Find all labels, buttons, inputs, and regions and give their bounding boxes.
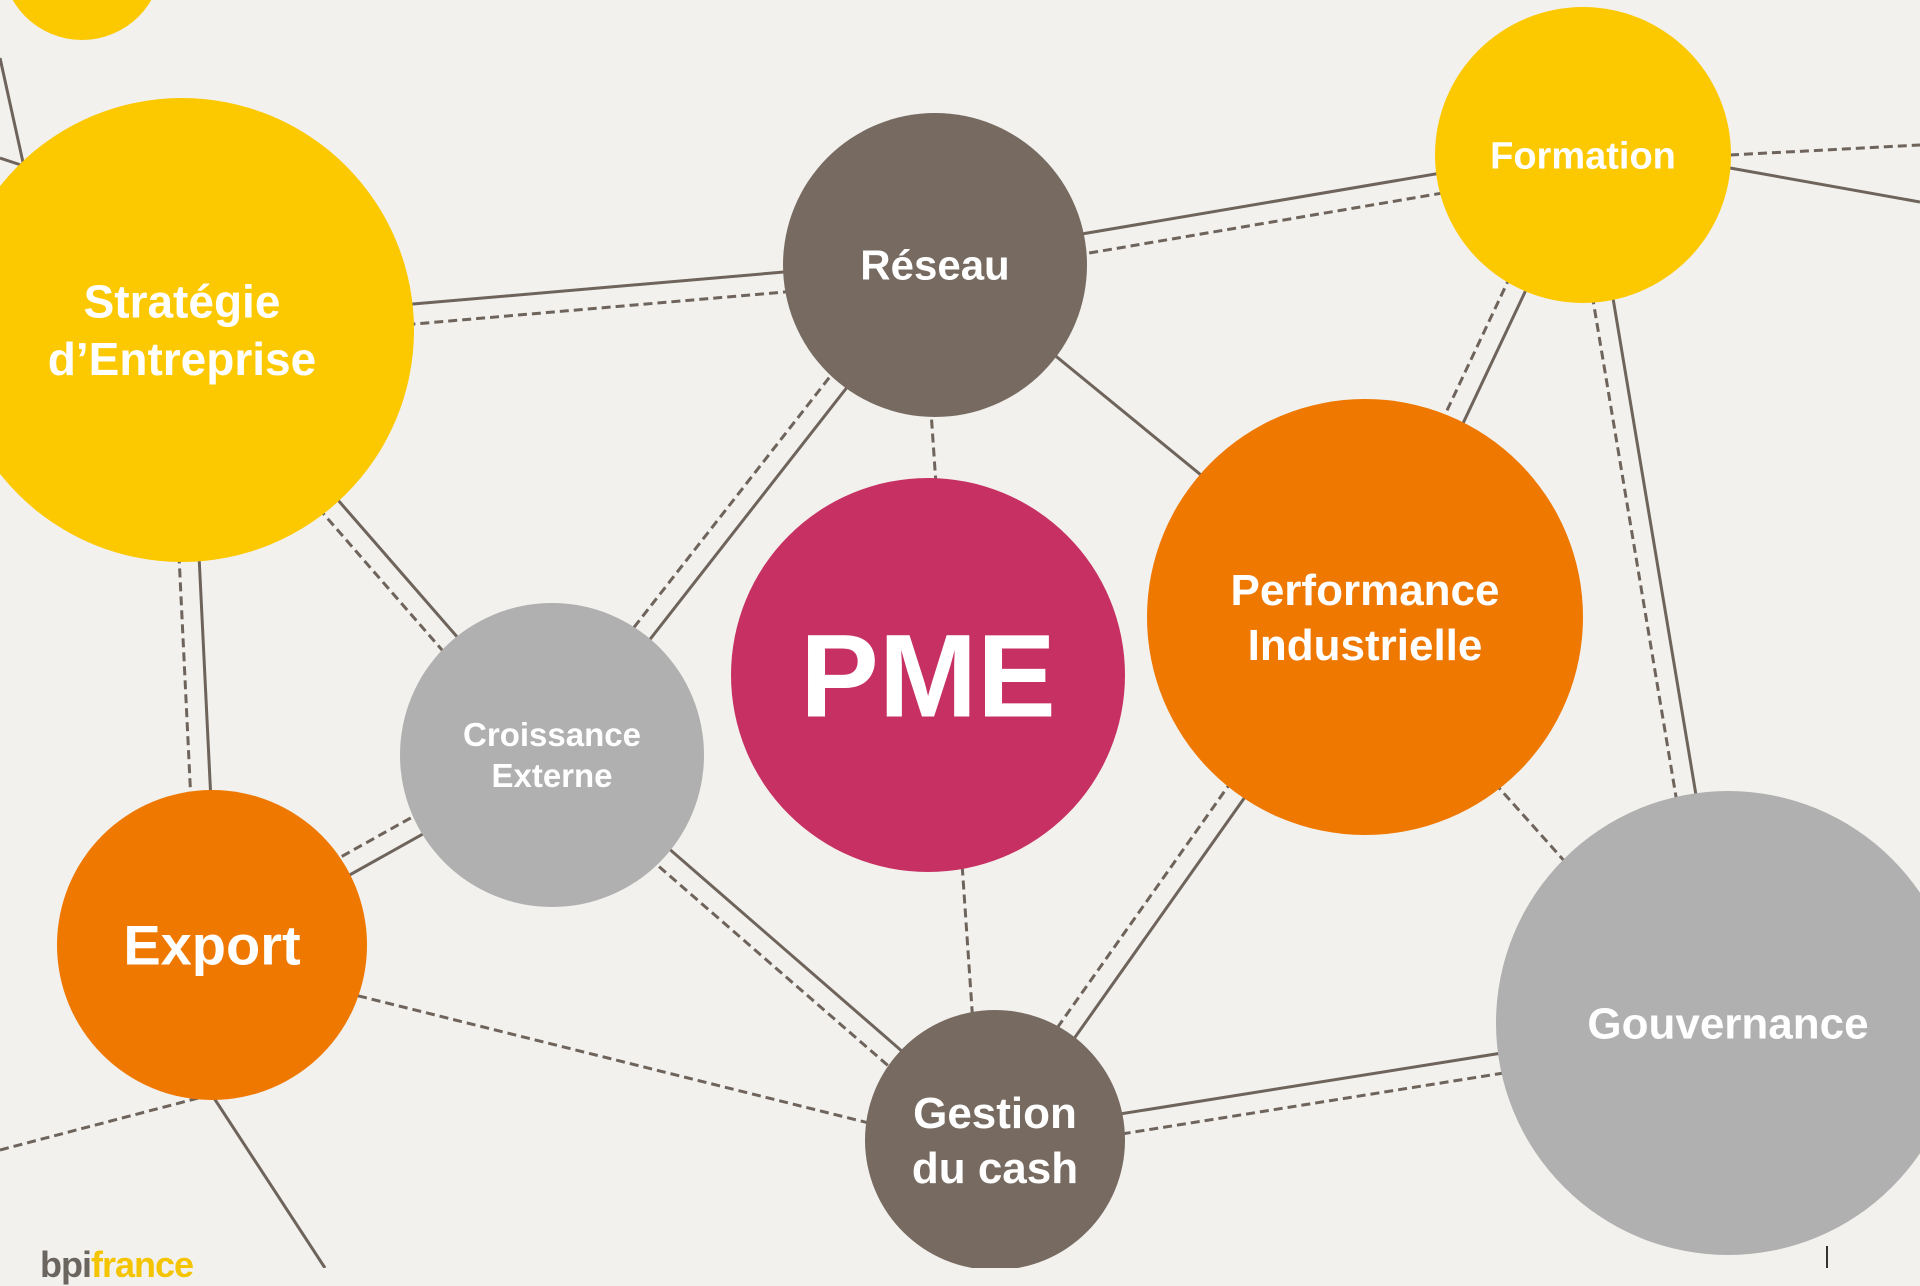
logo-bpi-text: bpi xyxy=(40,1244,92,1285)
node-gouvernance: Gouvernance xyxy=(1496,791,1920,1255)
node-label: Externe xyxy=(491,757,612,794)
node-gestion: Gestion du cash xyxy=(865,1010,1125,1268)
edge-line xyxy=(1729,143,1920,157)
node-circle xyxy=(865,1010,1125,1268)
node-label: Industrielle xyxy=(1248,621,1483,670)
node-label: Stratégie xyxy=(84,275,281,327)
node-top-partial xyxy=(12,0,152,40)
node-circle xyxy=(1147,399,1583,835)
node-circle xyxy=(1496,791,1920,1255)
node-label: Gouvernance xyxy=(1587,999,1868,1048)
page-number-divider xyxy=(1826,1246,1920,1268)
node-circle xyxy=(731,478,1125,872)
node-circle xyxy=(57,790,367,1100)
node-label: d’Entreprise xyxy=(48,333,316,385)
node-label: Réseau xyxy=(860,242,1009,289)
node-strategie: Stratégie d’Entreprise xyxy=(0,98,414,562)
node-circle xyxy=(1435,7,1731,303)
node-circle xyxy=(400,603,704,907)
node-label: Gestion xyxy=(913,1089,1077,1138)
node-label: Export xyxy=(123,914,300,977)
node-label: Formation xyxy=(1490,135,1676,177)
logo-france-text: france xyxy=(90,1244,194,1285)
edge-line xyxy=(1729,166,1920,204)
node-label: Performance xyxy=(1230,566,1499,615)
node-label: PME xyxy=(800,610,1056,742)
edge-line xyxy=(0,1093,211,1152)
bpifrance-logo: bpifrance xyxy=(40,1244,194,1286)
node-label: du cash xyxy=(912,1144,1078,1193)
edge-line xyxy=(210,1094,327,1268)
node-formation: Formation xyxy=(1435,7,1731,303)
node-label: Croissance xyxy=(463,716,641,753)
node-reseau: Réseau xyxy=(783,113,1087,417)
node-export: Export xyxy=(57,790,367,1100)
node-circle xyxy=(12,0,152,40)
node-circle xyxy=(783,113,1087,417)
node-circle xyxy=(0,98,414,562)
node-pme: PME xyxy=(731,478,1125,872)
